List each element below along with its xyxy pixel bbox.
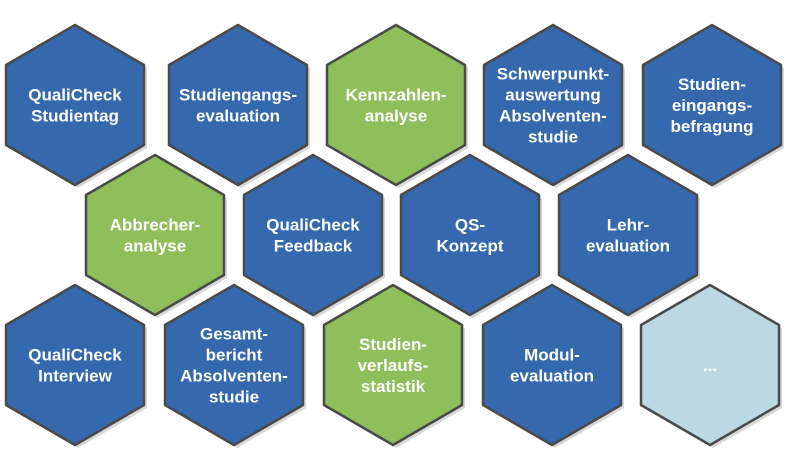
hexagon-shape	[325, 23, 467, 187]
hexagon-label-line: ...	[703, 356, 717, 375]
hexagon-shape	[482, 23, 624, 187]
hexagon-label-line: Studien-	[359, 335, 427, 354]
hexagon-shape	[557, 153, 699, 317]
hexagon-label-line: studie	[209, 388, 259, 407]
hexagon-shape	[641, 23, 783, 187]
hexagon-shape	[639, 283, 781, 447]
hexagon-studiengangsevaluation: Studiengangs-evaluation	[167, 23, 309, 187]
hexagon-kennzahlenanalyse: Kennzahlen-analyse	[325, 23, 467, 187]
hexagon-shape	[481, 283, 623, 447]
hexagon-abbrecheranalyse: Abbrecher-analyse	[84, 153, 226, 317]
hexagon-label-line: Absolventen-	[499, 107, 607, 126]
hexagon-shape	[4, 283, 146, 447]
hexagon-label-line: Lehr-	[607, 216, 650, 235]
hexagon-label-line: Absolventen-	[180, 367, 288, 386]
hexagon-modulevaluation: Modul-evaluation	[481, 283, 623, 447]
hexagon-label-line: Schwerpunkt-	[497, 65, 609, 84]
hexagon-shape	[399, 153, 541, 317]
hexagon-label-line: Abbrecher-	[110, 216, 201, 235]
hexagon-label-line: eingangs-	[672, 96, 752, 115]
hexagon-label-line: QualiCheck	[266, 216, 360, 235]
hexagon-shape	[322, 283, 464, 447]
hexagon-label-line: Feedback	[274, 237, 353, 256]
hexagon-shape	[4, 23, 146, 187]
hexagon-shape	[163, 283, 305, 447]
hexagon-studieneingangsbefragung: Studien-eingangs-befragung	[641, 23, 783, 187]
hexagon-label-line: Studientag	[31, 107, 119, 126]
hexagon-shape	[84, 153, 226, 317]
hexagon-label-line: Kennzahlen-	[345, 86, 446, 105]
hexagon-label-line: QualiCheck	[28, 86, 122, 105]
hexagon-label-line: Konzept	[436, 237, 503, 256]
hexagon-label-line: Interview	[38, 367, 112, 386]
hexagon-label-line: evaluation	[510, 367, 594, 386]
hexagon-label-line: QS-	[455, 216, 485, 235]
hexagon-studienverlaufsstatistik: Studien-verlaufs-statistik	[322, 283, 464, 447]
hexagon-qs-konzept: QS- Konzept	[399, 153, 541, 317]
hexagon-label-line: QualiCheck	[28, 346, 122, 365]
hexagon-label-line: studie	[528, 128, 578, 147]
hexagon-label-line: Gesamt-	[200, 325, 268, 344]
hexagon-label-line: analyse	[365, 107, 427, 126]
hexagon-label-line: evaluation	[196, 107, 280, 126]
hexagon-shape	[242, 153, 384, 317]
hexagon-label-line: befragung	[670, 117, 753, 136]
hexagon-label-line: Modul-	[524, 346, 580, 365]
hexagon-label-line: Studien-	[678, 75, 746, 94]
hexagon-label-line: statistik	[361, 377, 426, 396]
hexagon-label-line: analyse	[124, 237, 186, 256]
hexagon-shape	[167, 23, 309, 187]
hexagon-label-line: Studiengangs-	[179, 86, 297, 105]
hexagon-label-line: bericht	[206, 346, 263, 365]
hexagon-label-line: evaluation	[586, 237, 670, 256]
hexagon-label-line: verlaufs-	[358, 356, 429, 375]
hexagon-label-line: auswertung	[505, 86, 600, 105]
hexagon-lehrevaluation: Lehr-evaluation	[557, 153, 699, 317]
hexagon-more: ...	[639, 283, 781, 447]
